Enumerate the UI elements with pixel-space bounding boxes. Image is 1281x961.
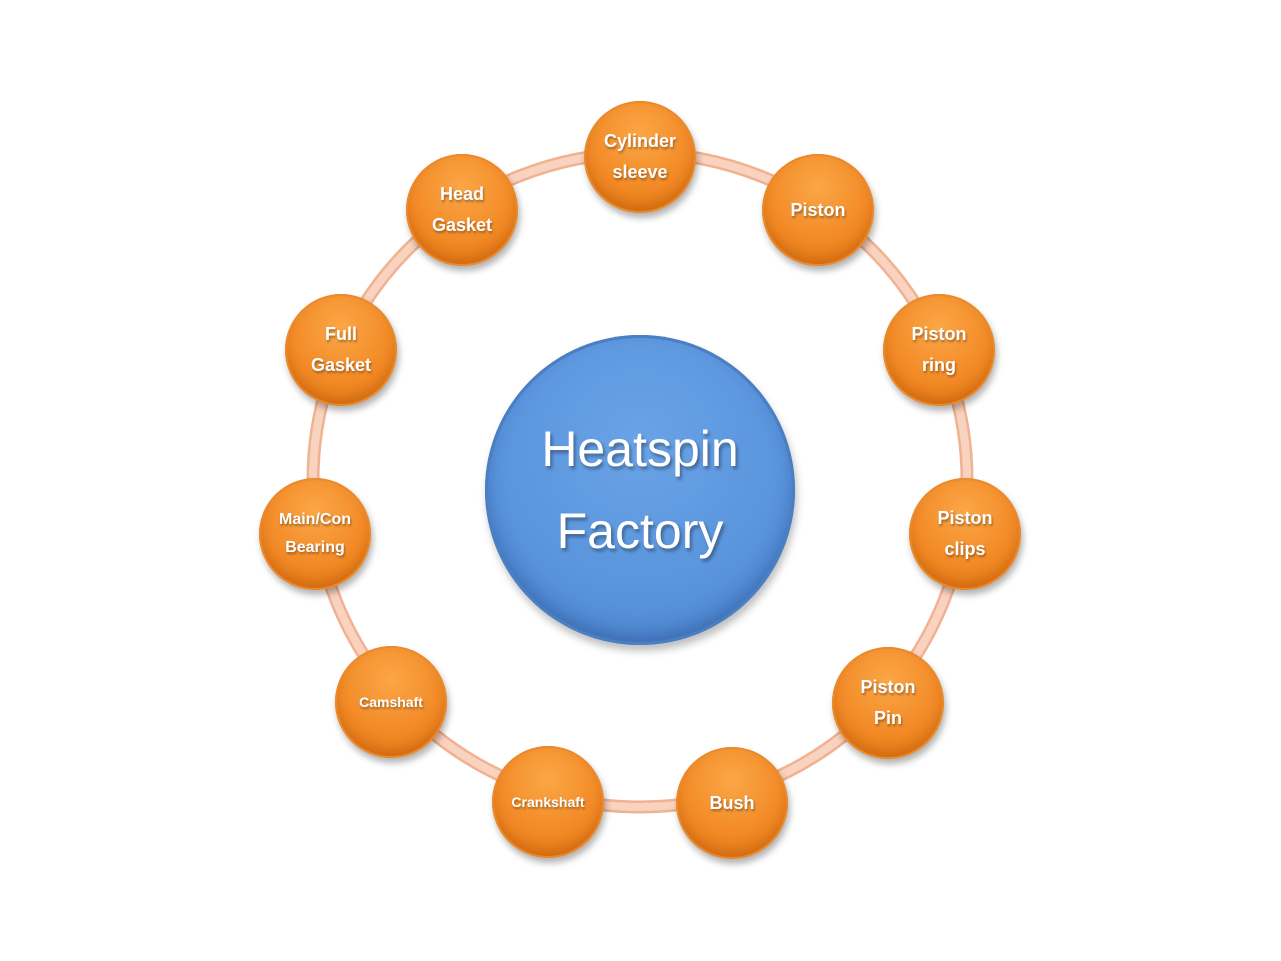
node-full-gasket: Full Gasket — [285, 294, 397, 406]
node-main-con-bearing: Main/Con Bearing — [259, 478, 371, 590]
node-piston: Piston — [762, 154, 874, 266]
node-piston-clips: Piston clips — [909, 478, 1021, 590]
center-title-line-1: Heatspin — [541, 421, 739, 477]
center-title-line-2: Factory — [556, 503, 724, 559]
node-head-gasket: Head Gasket — [406, 154, 518, 266]
node-crankshaft: Crankshaft — [492, 746, 604, 858]
node-cylinder-sleeve: Cylinder sleeve — [584, 101, 696, 213]
node-piston-ring: Piston ring — [883, 294, 995, 406]
center-hub: Heatspin Factory — [485, 335, 795, 645]
node-piston-pin: Piston Pin — [832, 647, 944, 759]
node-camshaft: Camshaft — [335, 646, 447, 758]
node-bush: Bush — [676, 747, 788, 859]
